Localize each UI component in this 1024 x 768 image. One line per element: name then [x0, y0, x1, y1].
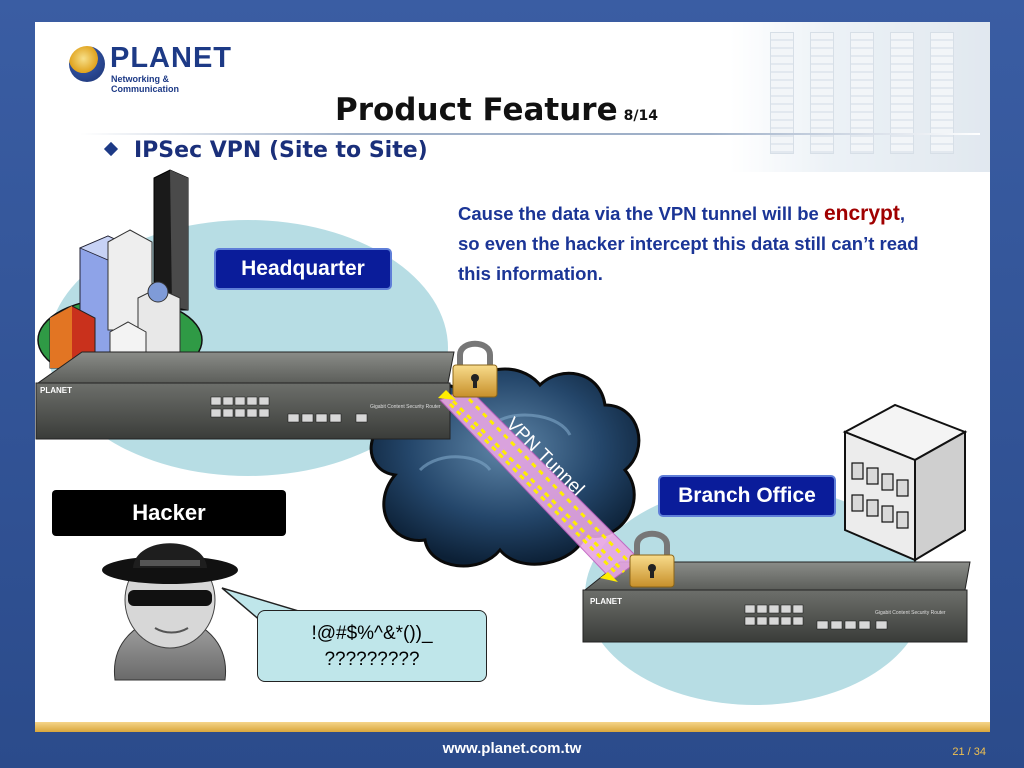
- headquarter-router-icon: PLANET Gigabit Content Security Router: [35, 351, 455, 440]
- logo-tagline: Networking & Communication: [111, 74, 180, 94]
- footer-url[interactable]: www.planet.com.tw: [442, 740, 582, 757]
- branch-building-icon: [842, 403, 968, 562]
- page-title: Product Feature 8/14: [335, 92, 658, 128]
- branch-router-model: Gigabit Content Security Router: [875, 610, 946, 616]
- hq-router-brand: PLANET: [40, 386, 72, 395]
- headquarter-buildings-icon: [49, 169, 189, 369]
- globe-icon: [69, 46, 105, 82]
- footer-gold-bar: [35, 722, 990, 732]
- encryption-explanation: Cause the data via the VPN tunnel will b…: [458, 199, 928, 289]
- bullet-text: IPSec VPN (Site to Site): [134, 138, 428, 163]
- planet-logo: PLANET Networking & Communication: [66, 42, 236, 94]
- speech-line-1: !@#$%^&*())_: [311, 623, 433, 644]
- headquarter-label: Headquarter: [214, 248, 392, 290]
- branch-router-brand: PLANET: [590, 597, 622, 606]
- explanation-part1: Cause the data via the VPN tunnel will b…: [458, 203, 824, 224]
- hq-lock-icon: [452, 340, 498, 398]
- hq-router-model: Gigabit Content Security Router: [370, 404, 441, 410]
- title-divider: [80, 133, 980, 135]
- page-number: 21 / 34: [952, 746, 986, 758]
- explanation-highlight: encrypt: [823, 202, 900, 225]
- bullet-heading: IPSec VPN (Site to Site): [103, 138, 428, 163]
- hacker-speech-bubble: !@#$%^&*())_ ?????????: [257, 610, 487, 682]
- hacker-label: Hacker: [52, 490, 286, 536]
- explanation-part2: , so even the hacker intercept this data…: [458, 203, 919, 284]
- logo-name: PLANET: [110, 42, 232, 74]
- hacker-figure-icon: [102, 543, 238, 681]
- speech-line-2: ?????????: [324, 649, 420, 670]
- branch-router-icon: PLANET Gigabit Content Security Router: [582, 561, 971, 643]
- branch-office-label: Branch Office: [658, 475, 836, 517]
- title-text: Product Feature: [335, 92, 618, 128]
- title-page-indicator: 8/14: [623, 108, 658, 124]
- branch-lock-icon: [629, 530, 675, 588]
